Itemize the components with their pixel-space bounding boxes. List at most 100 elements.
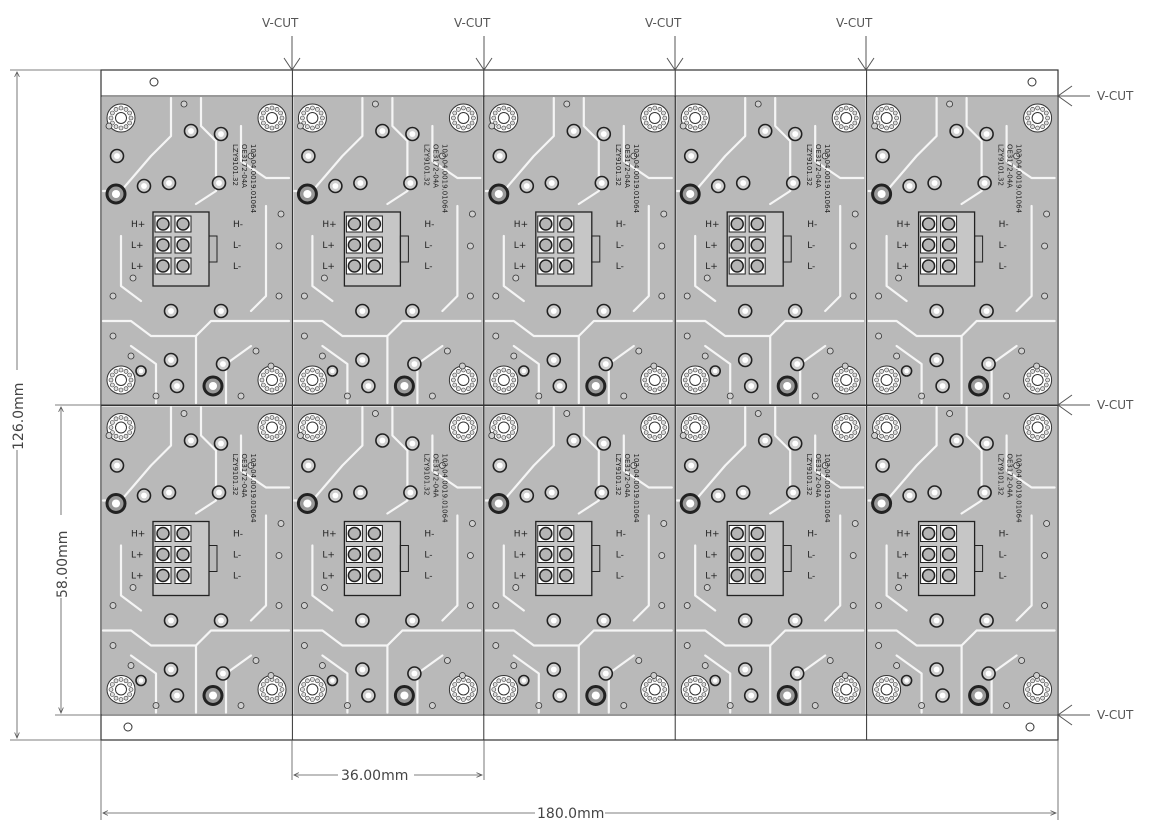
- mounting-hole-via: [305, 433, 310, 439]
- mounting-hole-via: [697, 107, 703, 112]
- mounting-hole-via: [652, 435, 658, 440]
- mounting-hole-via: [684, 692, 689, 697]
- connector-pin-icon: [347, 547, 362, 562]
- mounting-hole-via: [506, 124, 512, 129]
- via-icon: [535, 392, 543, 400]
- via-icon: [428, 392, 436, 400]
- mounting-hole-via: [892, 120, 898, 126]
- via-icon: [318, 662, 326, 669]
- mounting-hole-via: [118, 387, 124, 393]
- part-number-text: 103.04.0019.01064: [440, 144, 448, 214]
- pad-drill: [550, 308, 557, 314]
- connector-pin-icon: [921, 568, 936, 583]
- trace: [239, 434, 291, 489]
- mounting-hole-via: [1025, 687, 1030, 692]
- mounting-hole-via: [127, 382, 132, 388]
- mounting-hole-via: [510, 382, 515, 388]
- connector-pin-icon: [539, 238, 553, 252]
- mounting-hole-via: [510, 420, 515, 425]
- connector-pin-icon: [176, 568, 190, 583]
- trace: [1005, 434, 1056, 489]
- mounting-hole-via: [1030, 107, 1035, 112]
- mounting-hole-via: [892, 430, 898, 435]
- via-icon: [488, 122, 496, 130]
- mounting-hole-via: [469, 120, 475, 126]
- mounting-hole-center: [497, 683, 510, 696]
- mounting-hole-via: [1030, 433, 1035, 439]
- via-icon: [109, 332, 117, 340]
- via-icon: [658, 602, 666, 609]
- via-icon: [821, 462, 829, 469]
- mounting-hole-via: [889, 433, 894, 439]
- mounting-hole-via: [301, 682, 307, 687]
- pad-label-right: L-: [999, 262, 1007, 272]
- trace: [885, 234, 908, 303]
- pad-drill: [168, 308, 174, 314]
- mounting-hole-via: [496, 695, 502, 701]
- via-icon: [1003, 702, 1010, 709]
- vcut-label-top-4: V-CUT: [836, 16, 873, 30]
- pad-drill: [168, 617, 174, 624]
- mounting-hole-via: [643, 692, 649, 697]
- pad-drill: [983, 440, 990, 447]
- part-number-text: 103.04.0019.01064: [1015, 454, 1023, 524]
- pad-label-left: H+: [322, 220, 336, 230]
- trace: [824, 204, 842, 313]
- pad-drill: [742, 357, 749, 363]
- mounting-hole-via: [835, 692, 840, 697]
- mounting-hole-via: [301, 382, 307, 388]
- pad-drill: [556, 383, 563, 389]
- mounting-hole-via: [318, 420, 324, 425]
- pad-drill: [570, 437, 577, 444]
- mounting-hole-via: [451, 425, 456, 430]
- via-icon: [443, 347, 451, 355]
- mounting-hole-via: [261, 430, 266, 435]
- mounting-hole-center: [840, 683, 853, 696]
- via-icon: [320, 584, 328, 591]
- mounting-hole-via: [501, 435, 507, 440]
- mounting-hole-via: [269, 415, 275, 420]
- mounting-hole-via: [889, 124, 894, 129]
- mounting-hole-via: [274, 695, 280, 701]
- mounting-hole-via: [852, 372, 858, 378]
- via-icon: [252, 657, 260, 664]
- mounting-hole-via: [894, 425, 899, 430]
- mounting-hole-center: [689, 683, 702, 696]
- part-number-text: 103.04.0019.01064: [249, 144, 257, 214]
- mounting-hole-via: [884, 125, 889, 131]
- mounting-hole-via: [835, 682, 840, 687]
- connector-key: [208, 235, 218, 263]
- mounting-hole-via: [492, 682, 498, 687]
- pad-label-right: L-: [233, 572, 241, 582]
- pad-drill: [407, 489, 414, 496]
- via-icon: [468, 210, 476, 218]
- pad-drill: [494, 499, 503, 508]
- mounting-hole-via: [843, 105, 849, 111]
- via-icon: [683, 602, 691, 609]
- mounting-hole-via: [697, 695, 703, 701]
- pad-drill: [740, 489, 747, 496]
- via-icon: [660, 520, 668, 527]
- trace: [386, 406, 409, 515]
- mounting-hole-via: [264, 369, 270, 374]
- mounting-hole-via: [278, 382, 283, 388]
- mounting-hole-via: [657, 678, 663, 684]
- pad-drill: [904, 678, 909, 683]
- mounting-hole-via: [1043, 120, 1049, 126]
- dimension-unit-height: 58.00mm: [55, 404, 101, 716]
- via-icon: [841, 362, 849, 370]
- via-icon: [468, 520, 476, 527]
- pad-drill: [600, 440, 607, 447]
- mounting-hole-via: [657, 433, 663, 439]
- trace: [101, 629, 291, 647]
- via-icon: [443, 657, 451, 664]
- trace: [249, 514, 268, 622]
- mounting-hole-center: [689, 421, 702, 434]
- mounting-hole-via: [127, 372, 132, 378]
- mounting-hole-via: [652, 105, 658, 111]
- mounting-hole-via: [884, 105, 889, 111]
- mounting-hole-via: [1043, 420, 1049, 425]
- part-number-text: 103.04.0019.01064: [440, 454, 448, 524]
- pad-drill: [220, 670, 226, 677]
- via-icon: [492, 642, 500, 649]
